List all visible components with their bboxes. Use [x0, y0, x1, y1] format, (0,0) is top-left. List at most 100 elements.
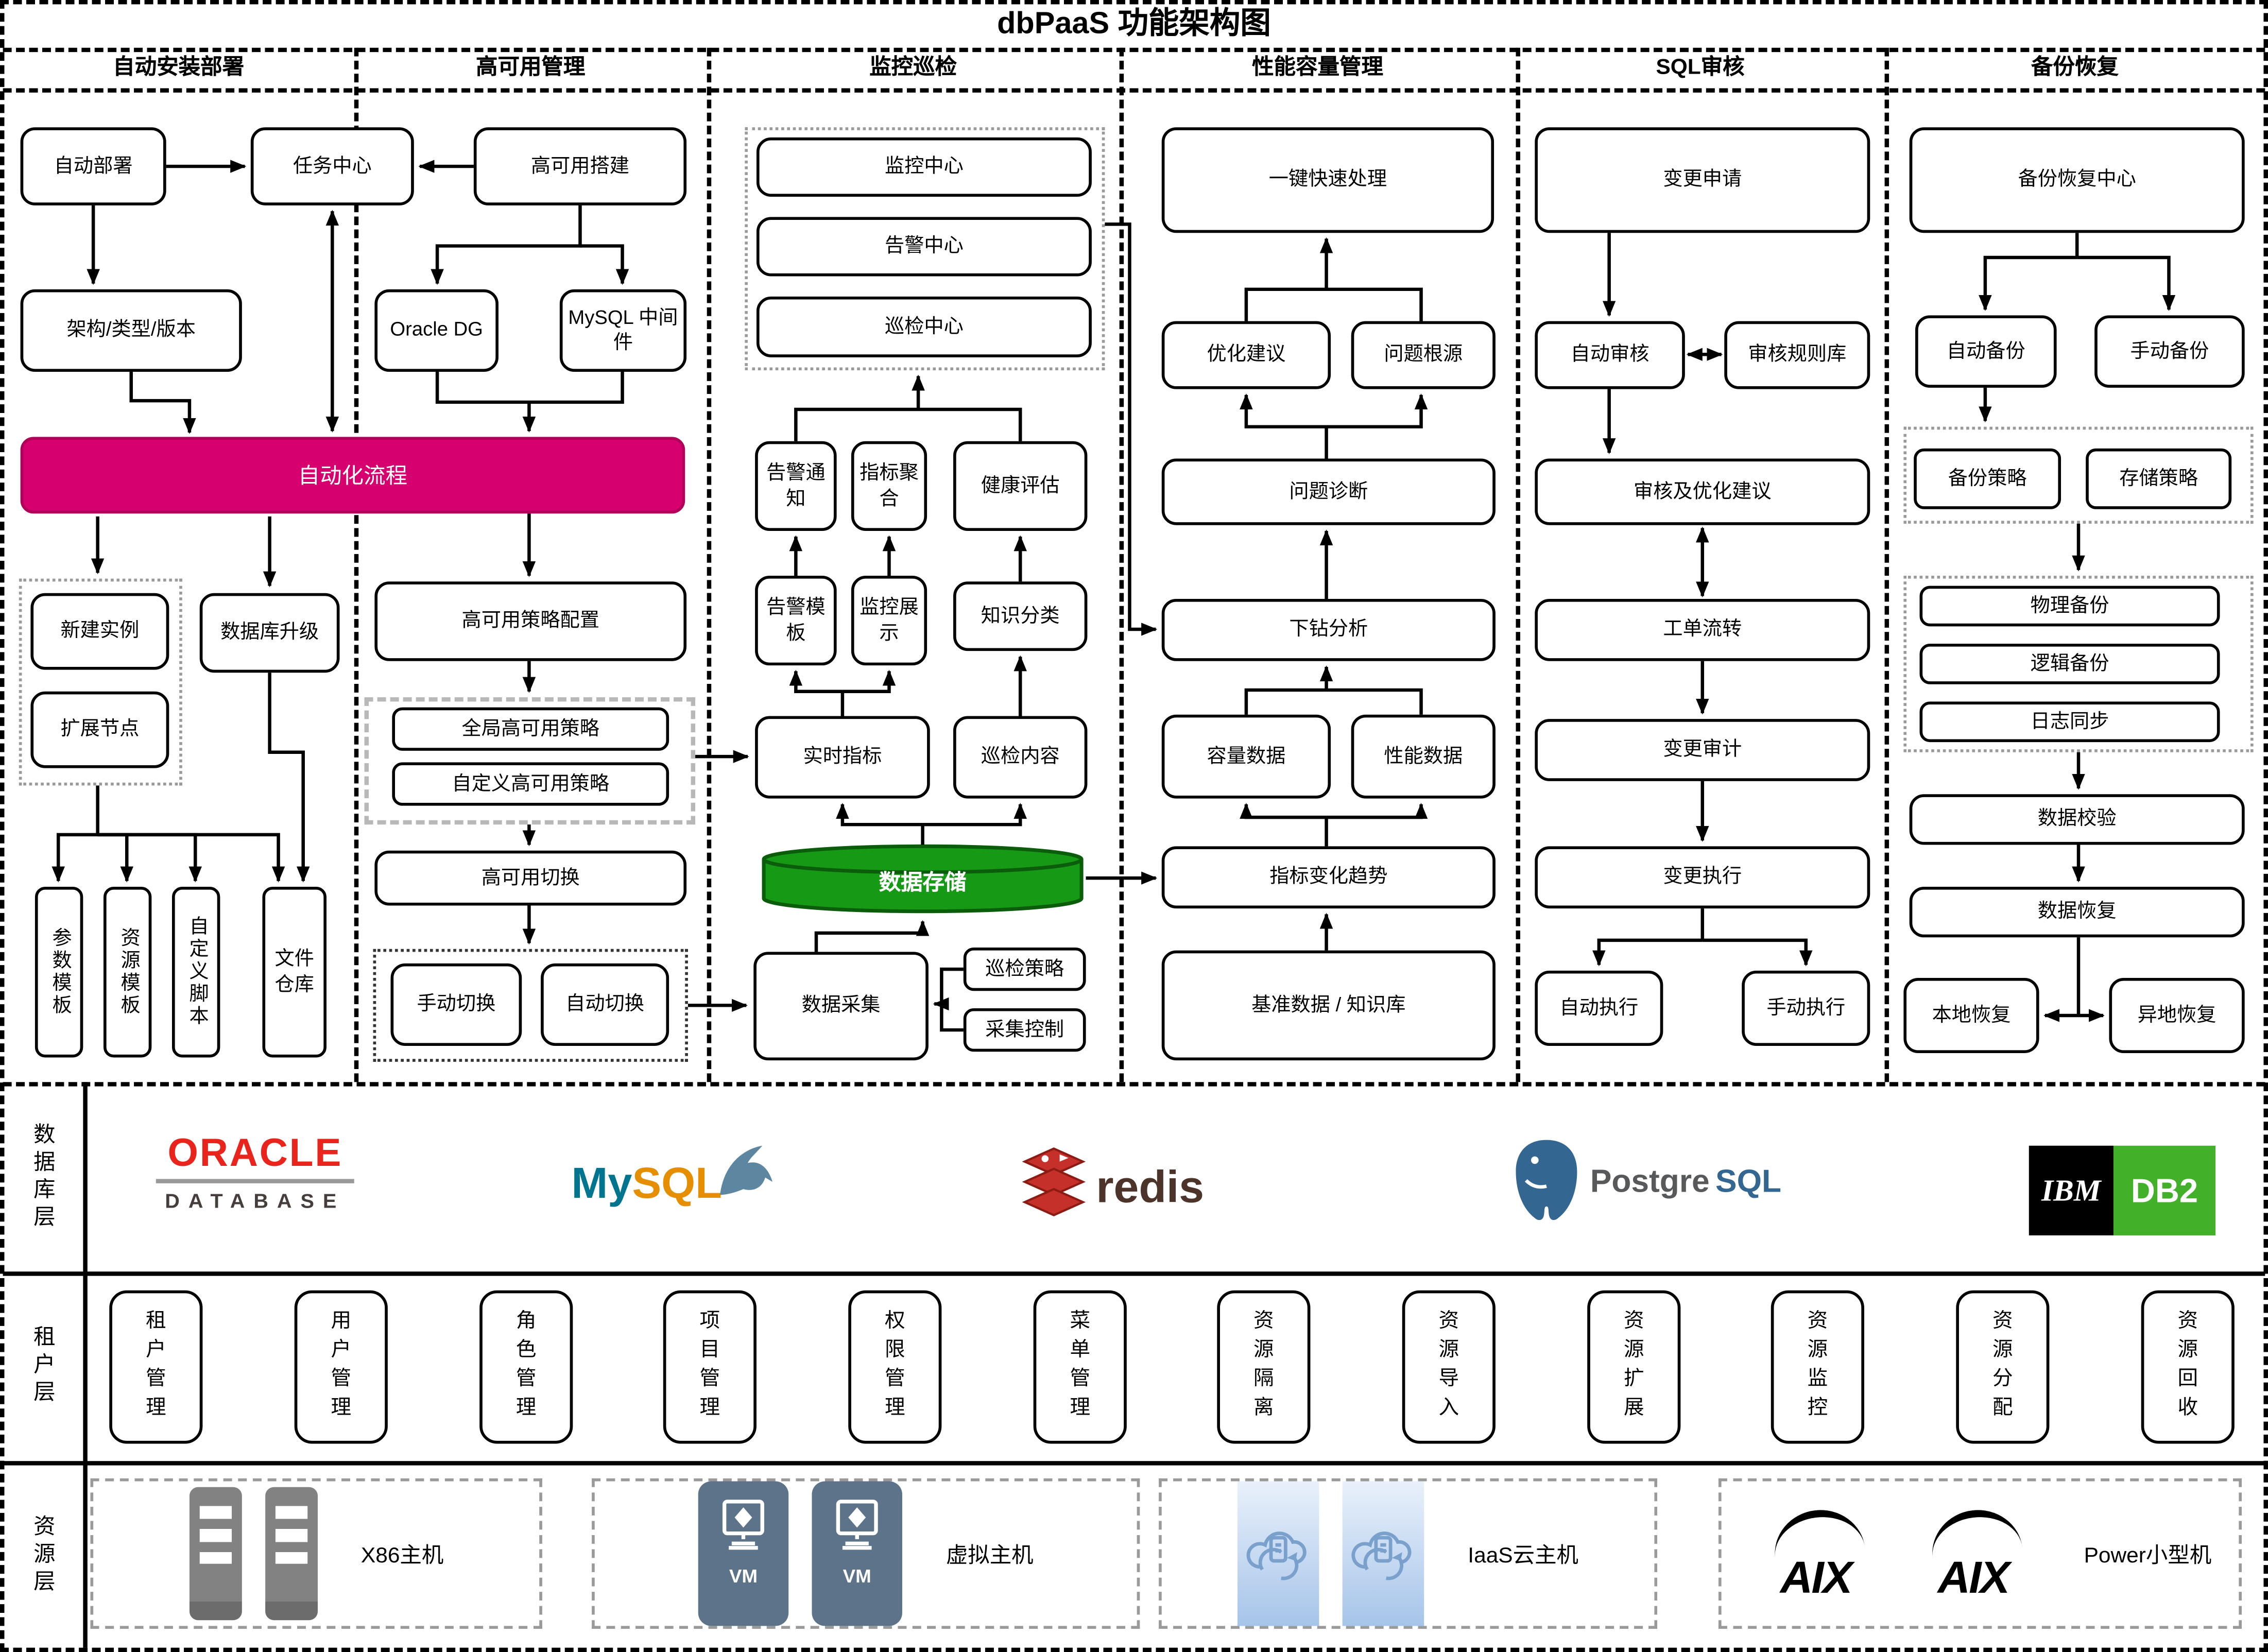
ibm-wordmark: IBM — [2029, 1145, 2114, 1235]
node-storage-policy: 存储策略 — [2086, 448, 2232, 509]
node-param-template: 参数模板 — [35, 886, 83, 1058]
node-review-optimize-suggest: 审核及优化建议 — [1535, 458, 1870, 525]
tenant-item-tenant-mgmt: 租户管理 — [109, 1290, 203, 1444]
node-data-restore: 数据恢复 — [1909, 886, 2245, 938]
database-cylinder-icon — [762, 844, 1084, 914]
db2-wordmark: DB2 — [2113, 1145, 2216, 1235]
column-header-monitoring: 监控巡检 — [869, 55, 957, 80]
postgresql-postgre-text: Postgre — [1590, 1163, 1710, 1199]
group-ha-switch-modes — [373, 949, 688, 1062]
node-performance-data: 性能数据 — [1351, 714, 1496, 799]
tenant-item-menu-mgmt: 菜单管理 — [1033, 1290, 1127, 1444]
node-inspect-content: 巡检内容 — [953, 716, 1088, 799]
column-header-backup: 备份恢复 — [2031, 55, 2119, 80]
vm-icon: VM — [698, 1481, 789, 1626]
aix-logo: AIX — [1749, 1505, 1883, 1603]
node-physical-backup: 物理备份 — [1919, 586, 2220, 627]
node-arch-type-version: 架构/类型/版本 — [20, 289, 242, 372]
mysql-dolphin-icon — [720, 1145, 774, 1195]
node-expand-node: 扩展节点 — [30, 691, 169, 768]
resource-group-power-label: Power小型机 — [2084, 1542, 2212, 1568]
column-divider-1 — [354, 47, 359, 1082]
node-health-evaluation: 健康评估 — [953, 441, 1088, 531]
node-inspect-policy: 巡检策略 — [963, 947, 1086, 991]
node-local-restore: 本地恢复 — [1903, 977, 2039, 1054]
node-monitor-display: 监控展示 — [851, 576, 927, 666]
group-monitor-centers — [745, 127, 1105, 371]
oracle-divider — [156, 1179, 354, 1183]
header-divider — [3, 88, 2265, 93]
node-collect-control: 采集控制 — [963, 1008, 1086, 1052]
node-review-rule-lib: 审核规则库 — [1724, 321, 1870, 389]
node-alert-notify: 告警通知 — [755, 441, 837, 531]
tenant-item-role-mgmt: 角色管理 — [479, 1290, 573, 1444]
vm-monitor-icon — [836, 1500, 878, 1550]
node-change-audit: 变更审计 — [1535, 719, 1870, 781]
tenant-resource-divider — [3, 1461, 2265, 1466]
group-backup-types — [1903, 576, 2254, 752]
node-data-store-label: 数据存储 — [879, 871, 967, 896]
column-divider-3 — [1119, 47, 1124, 1082]
resource-group-iaas: IaaS云主机 — [1159, 1478, 1658, 1629]
mysql-sql-text: SQL — [632, 1160, 723, 1208]
node-capacity-data: 容量数据 — [1161, 714, 1331, 799]
cloud-server-icon — [1342, 1481, 1424, 1626]
server-icon — [188, 1487, 242, 1621]
postgresql-elephant-icon — [1516, 1140, 1577, 1220]
node-db-upgrade: 数据库升级 — [199, 593, 340, 673]
node-ticket-flow: 工单流转 — [1535, 598, 1870, 661]
node-auto-backup: 自动备份 — [1915, 315, 2057, 388]
title-divider — [3, 47, 2265, 53]
db-tenant-divider — [3, 1271, 2265, 1276]
group-instance-ops — [19, 578, 182, 786]
node-monitor-center: 监控中心 — [756, 137, 1092, 197]
node-oracle-dg: Oracle DG — [374, 289, 499, 372]
tenant-item-res-import: 资源导入 — [1402, 1290, 1496, 1444]
tenant-item-project-mgmt: 项目管理 — [663, 1290, 757, 1444]
node-task-center: 任务中心 — [250, 127, 414, 205]
tenant-item-res-recycle: 资源回收 — [2141, 1290, 2235, 1444]
vm-icon: VM — [812, 1481, 902, 1626]
aix-logo: AIX — [1906, 1505, 2040, 1600]
tenant-item-res-isolation: 资源隔离 — [1217, 1290, 1311, 1444]
column-divider-2 — [707, 47, 712, 1082]
column-header-sql-review: SQL审核 — [1656, 55, 1745, 80]
function-area-divider — [3, 1082, 2265, 1087]
node-custom-ha-policy: 自定义高可用策略 — [392, 762, 669, 806]
node-backup-policy: 备份策略 — [1914, 448, 2061, 509]
node-change-request: 变更申请 — [1535, 127, 1870, 233]
resource-layer-label: 资源层 — [30, 1513, 56, 1596]
node-logical-backup: 逻辑备份 — [1919, 644, 2220, 684]
layer-label-divider — [83, 1082, 88, 1648]
tenant-layer-label: 租户层 — [30, 1325, 56, 1408]
server-icon — [265, 1487, 317, 1621]
node-manual-backup: 手动备份 — [2094, 315, 2245, 388]
resource-group-x86-label: X86主机 — [360, 1542, 444, 1568]
redis-logo: redis — [1020, 1146, 1204, 1227]
node-auto-review: 自动审核 — [1535, 321, 1685, 389]
redis-wordmark: redis — [1096, 1161, 1205, 1212]
tenant-item-perm-mgmt: 权限管理 — [848, 1290, 942, 1444]
mysql-logo: My SQL — [571, 1143, 777, 1207]
vm-monitor-icon — [722, 1500, 764, 1550]
node-resource-template: 资源模板 — [103, 886, 152, 1058]
column-header-auto-install: 自动安装部署 — [113, 55, 245, 80]
node-auto-switch: 自动切换 — [541, 963, 669, 1046]
node-new-instance: 新建实例 — [30, 593, 169, 670]
node-auto-deploy: 自动部署 — [20, 127, 166, 205]
resource-group-vm: VM VM 虚拟主机 — [592, 1478, 1140, 1629]
node-realtime-metrics: 实时指标 — [755, 716, 930, 799]
node-mysql-middleware: MySQL 中间件 — [559, 289, 687, 372]
group-backup-policies — [1903, 426, 2254, 524]
node-alert-center: 告警中心 — [756, 217, 1092, 277]
postgresql-sql-text: SQL — [1715, 1163, 1782, 1199]
node-remote-restore: 异地恢复 — [2109, 977, 2245, 1054]
ibm-db2-logo: IBM DB2 — [2029, 1145, 2216, 1235]
tenant-item-res-expand: 资源扩展 — [1587, 1290, 1681, 1444]
node-change-exec: 变更执行 — [1535, 846, 1870, 909]
node-knowledge-classification: 知识分类 — [953, 581, 1088, 651]
node-auto-exec: 自动执行 — [1535, 970, 1663, 1046]
aix-wordmark: AIX — [1780, 1552, 1853, 1603]
